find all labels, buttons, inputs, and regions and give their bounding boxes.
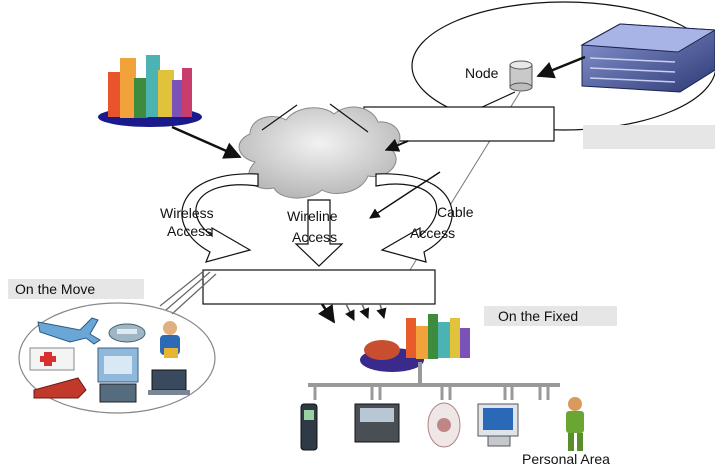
wireless-access-arrow	[181, 173, 259, 263]
weather-map-icon	[97, 347, 139, 383]
server-to-node-arrow	[536, 55, 586, 79]
cell-device-icon	[108, 323, 146, 343]
city-buildings-icon	[98, 55, 202, 127]
box-to-move-links	[159, 269, 217, 315]
on-the-move-tag: On the Move	[8, 279, 144, 299]
cable-access-label-line1: Cable	[437, 204, 474, 220]
airplane-icon	[37, 317, 101, 345]
wireless-access-label-line1: Wireless	[160, 205, 214, 221]
access-empty-box	[202, 269, 436, 305]
box-to-fixed-arrows	[317, 303, 387, 324]
mobile-phone-icon	[300, 403, 318, 451]
personal-area-label: Personal Area	[522, 451, 610, 467]
node-cylinder-icon	[509, 60, 533, 92]
wireline-access-label-line2: Access	[292, 229, 337, 245]
core-gray-strip	[583, 125, 715, 149]
person-icon	[160, 321, 180, 358]
core-network-ellipse	[411, 1, 715, 131]
train-icon	[33, 377, 87, 399]
server-rack-icon	[580, 23, 715, 93]
network-cloud	[238, 106, 401, 199]
on-the-move-ellipse	[18, 302, 216, 414]
cable-access-label-line2: Access	[410, 225, 455, 241]
box-to-cloud-arrow	[384, 138, 409, 152]
ambulance-icon	[29, 347, 75, 371]
wireline-access-label-line1: Wireline	[287, 208, 338, 224]
node-to-cable-arrow	[369, 171, 441, 219]
laptop-icon	[148, 369, 190, 395]
on-the-fixed-tag: On the Fixed	[484, 306, 617, 326]
fixed-city-icon	[360, 314, 470, 372]
cloud-peak-line-right	[329, 103, 369, 133]
video-phone-icon	[99, 383, 137, 403]
desktop-computer-icon	[477, 403, 519, 447]
node-label: Node	[465, 65, 499, 81]
person-with-device-icon	[566, 397, 584, 451]
wireline-access-arrow	[294, 199, 344, 267]
wireless-access-label-line2: Access	[167, 223, 212, 239]
speaker-device-icon	[427, 402, 461, 448]
pda-keyboard-icon	[354, 403, 400, 443]
cable-access-arrow	[375, 173, 453, 263]
city-to-cloud-arrow	[171, 125, 242, 159]
bus-taps	[313, 385, 550, 400]
cloud-peak-line-left	[261, 104, 298, 131]
